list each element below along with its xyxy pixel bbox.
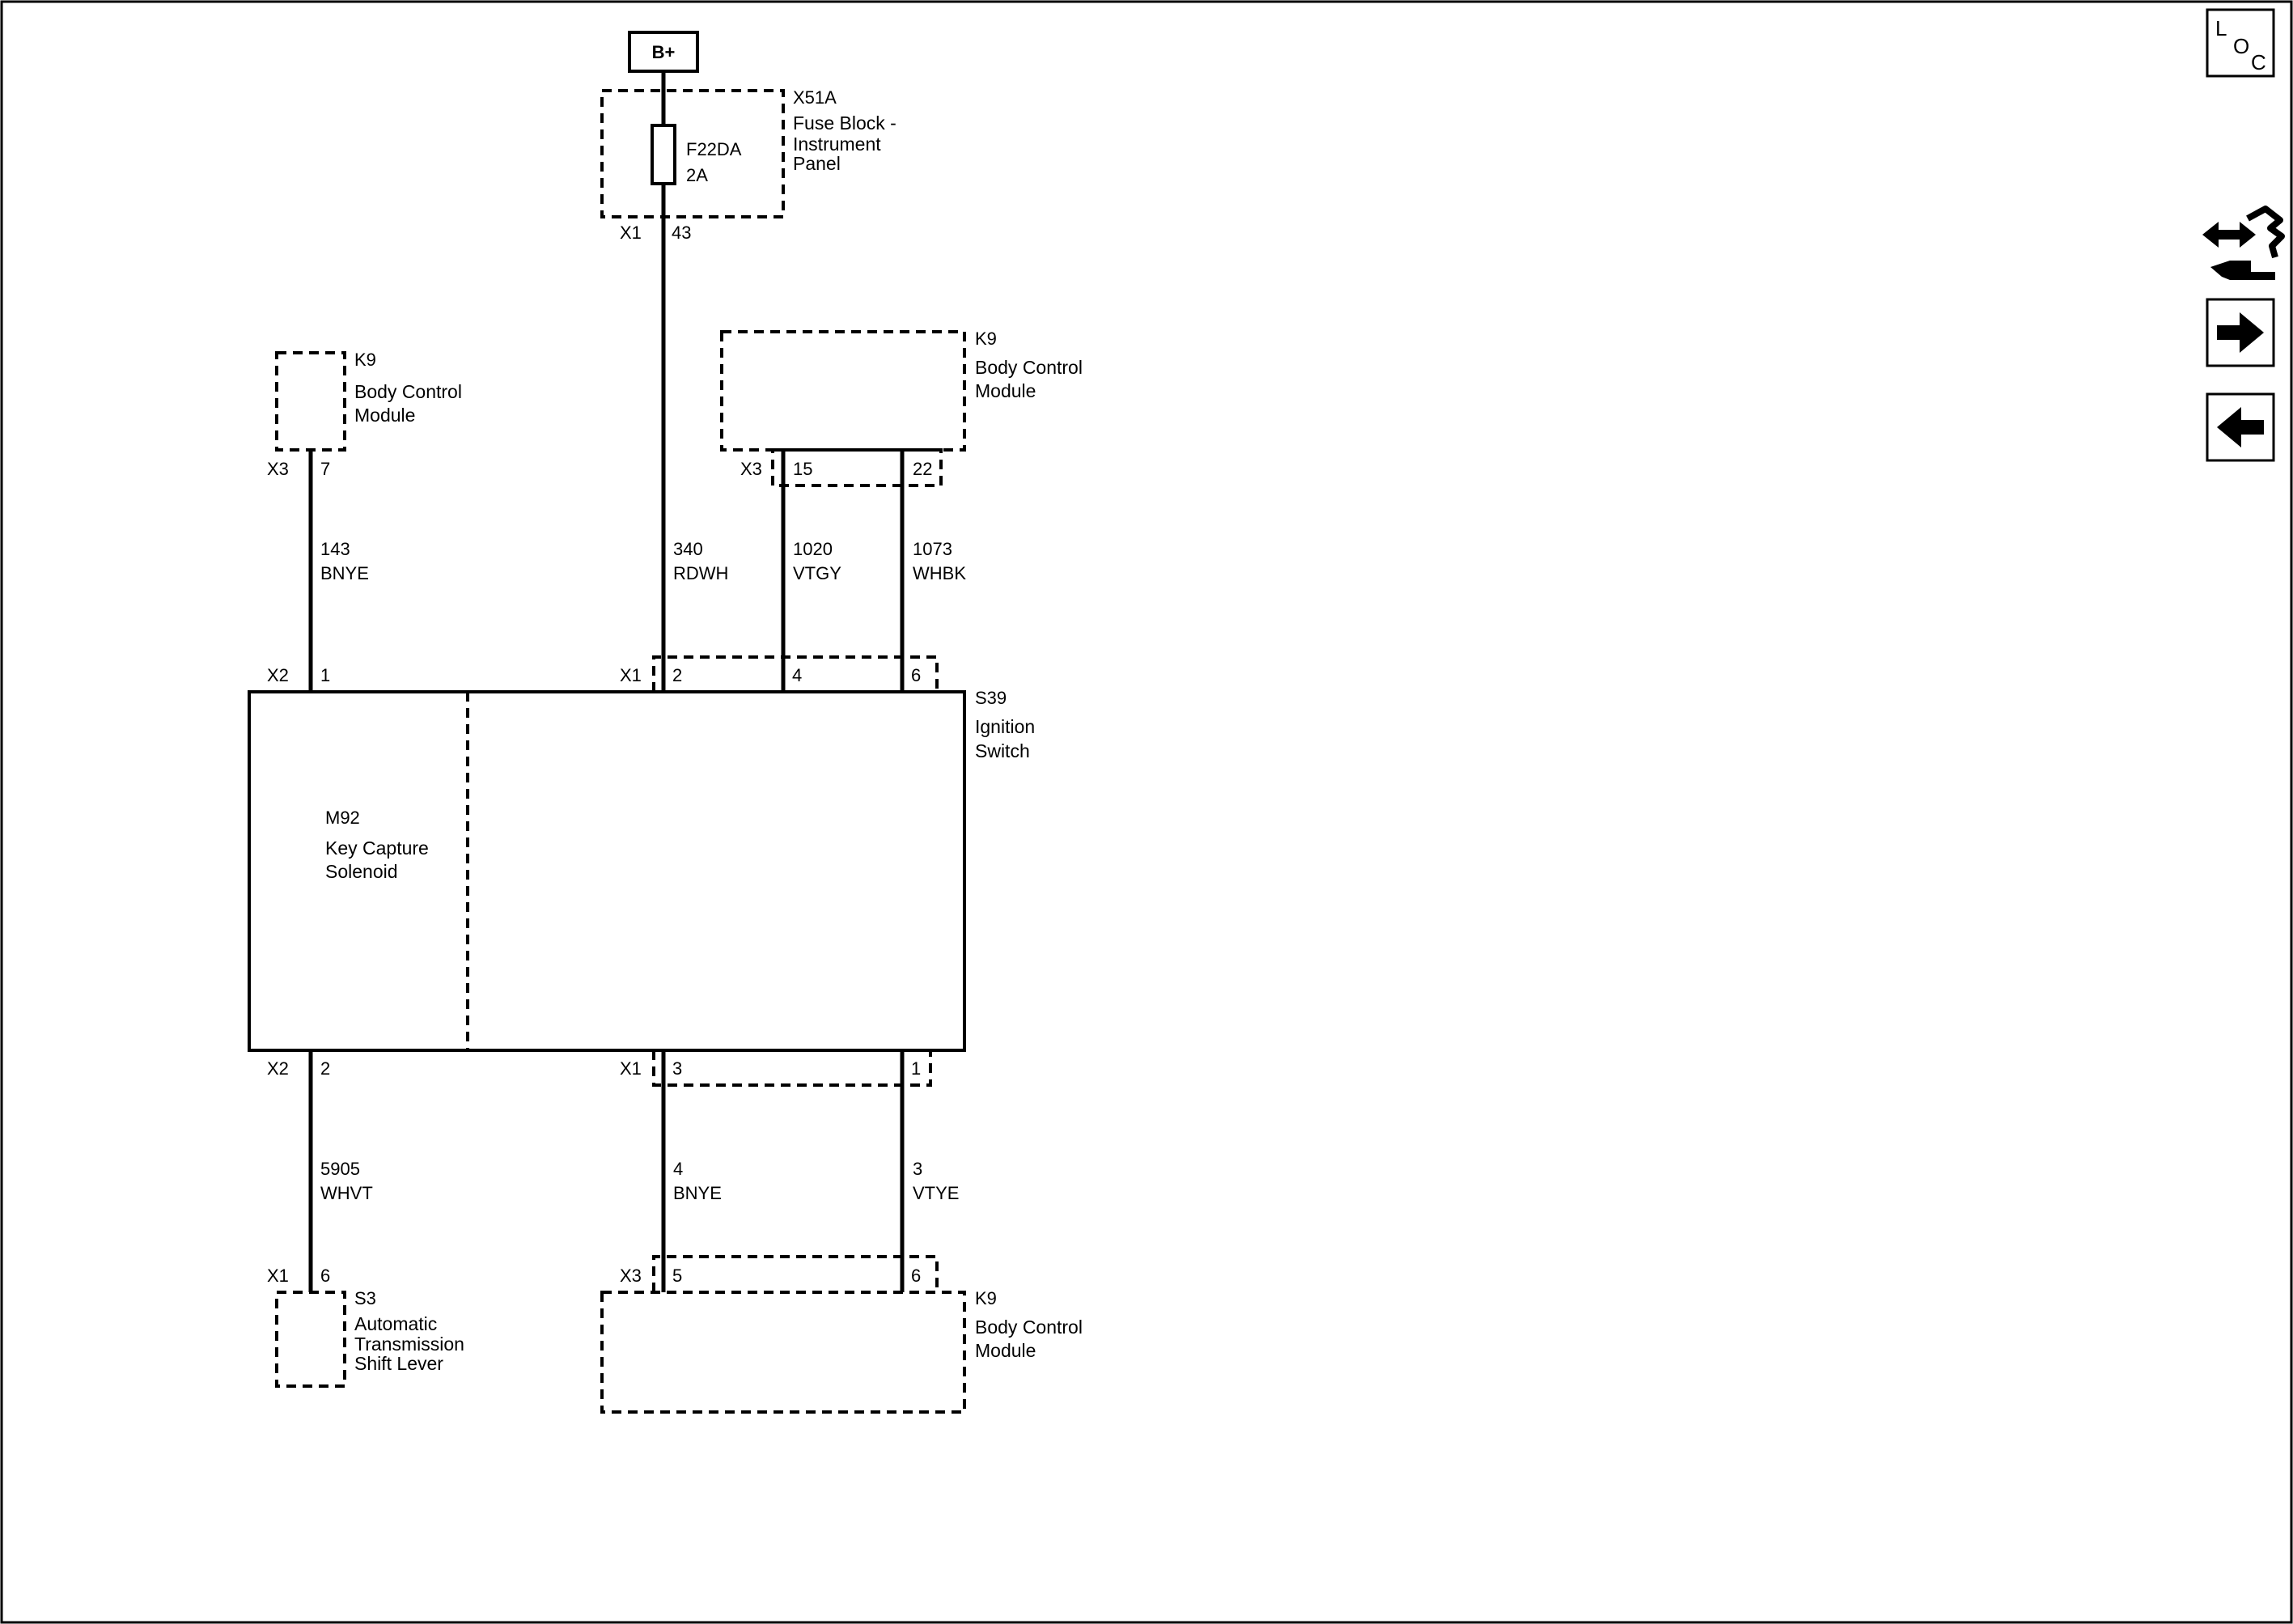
key-capture-solenoid: M92 Key Capture Solenoid <box>325 808 429 882</box>
bcm-bottom-name-1: Body Control <box>975 1317 1083 1338</box>
wire-1073-circuit: 1073 <box>913 539 952 559</box>
ignition-bottom-x1-pin-3: 3 <box>672 1058 682 1079</box>
wire-4-circuit: 4 <box>673 1159 683 1179</box>
ignition-switch-bottom-connector <box>652 1050 932 1087</box>
shift-lever: X1 6 S3 Automatic Transmission Shift Lev… <box>267 1266 464 1388</box>
loc-button[interactable]: L O C <box>2206 8 2275 78</box>
bcm-right: K9 Body Control Module X3 15 22 <box>720 329 1083 487</box>
fuse-block-name-1: Fuse Block - <box>793 112 896 134</box>
wiring-arrows-plug <box>2210 261 2275 280</box>
ignition-top-x1-connector: X1 <box>620 665 642 685</box>
bcm-left-name-2: Module <box>354 405 415 426</box>
ignition-bottom-x1-connector: X1 <box>620 1058 642 1079</box>
loc-letter-o: O <box>2233 34 2249 58</box>
shift-lever-outline <box>275 1291 346 1388</box>
bcm-right-outline <box>720 330 966 452</box>
shift-lever-ref: S3 <box>354 1288 376 1308</box>
arrow-left-icon[interactable] <box>2206 392 2275 462</box>
bcm-right-pin-15: 15 <box>793 459 812 479</box>
arrow-left-shape <box>2217 407 2264 447</box>
wire-1020-color: VTGY <box>793 563 841 583</box>
bcm-bottom: X3 5 6 K9 Body Control Module <box>600 1255 1083 1414</box>
wire-labels: 143 BNYE 340 RDWH 1020 VTGY 1073 WHBK 59… <box>320 539 966 1203</box>
wire-3-color: VTYE <box>913 1183 959 1203</box>
bcm-bottom-outline <box>600 1291 966 1414</box>
wire-1073-color: WHBK <box>913 563 966 583</box>
bcm-left-pin: 7 <box>320 459 330 479</box>
bcm-right-connector-outline <box>771 448 943 487</box>
bcm-left-outline <box>275 351 346 452</box>
ignition-top-x1-pin-6: 6 <box>911 665 921 685</box>
shift-lever-name-1: Automatic <box>354 1313 437 1334</box>
wire-3-circuit: 3 <box>913 1159 922 1179</box>
bcm-left-ref: K9 <box>354 350 376 370</box>
fuse-ref: F22DA <box>686 139 742 159</box>
fuse-block-ref: X51A <box>793 87 837 108</box>
ignition-switch-name-1: Ignition <box>975 716 1035 737</box>
fuse-block: X51A Fuse Block - Instrument Panel F22DA… <box>600 87 896 243</box>
wire-5905-color: WHVT <box>320 1183 373 1203</box>
fuse-rating: 2A <box>686 165 708 185</box>
ignition-bottom-x2-pin: 2 <box>320 1058 330 1079</box>
solenoid-name-1: Key Capture <box>325 837 429 859</box>
wires <box>308 71 905 1292</box>
arrow-right-icon[interactable] <box>2206 298 2275 367</box>
bcm-bottom-pin-5: 5 <box>672 1266 682 1286</box>
power-source: B+ <box>628 31 699 73</box>
ignition-top-x1-pin-2: 2 <box>672 665 682 685</box>
loc-letter-c: C <box>2251 50 2266 74</box>
shift-lever-pin: 6 <box>320 1266 330 1286</box>
wiring-arrows-double-arrow <box>2202 222 2256 248</box>
loc-button-frame[interactable] <box>2206 8 2275 78</box>
ignition-switch: S39 Ignition Switch X2 1 X1 2 4 6 X2 2 X… <box>248 655 1035 1087</box>
ignition-top-x2-pin: 1 <box>320 665 330 685</box>
wiring-arrows-wire <box>2246 206 2285 259</box>
ignition-switch-body <box>248 690 966 1052</box>
fuse-f22da-symbol <box>651 124 676 185</box>
fuse-block-outline <box>600 89 785 218</box>
ignition-bottom-x1-pin-1: 1 <box>911 1058 921 1079</box>
fuse-block-pin: 43 <box>672 223 691 243</box>
shift-lever-connector: X1 <box>267 1266 289 1286</box>
solenoid-name-2: Solenoid <box>325 861 398 882</box>
fuse-block-name-2: Instrument <box>793 134 881 155</box>
b-plus-label: B+ <box>652 42 676 62</box>
bcm-left: K9 Body Control Module X3 7 <box>267 350 462 479</box>
bcm-right-name-2: Module <box>975 380 1036 401</box>
loc-letter-l: L <box>2215 16 2227 40</box>
bcm-left-connector: X3 <box>267 459 289 479</box>
wiring-arrows-icon[interactable] <box>2202 206 2285 280</box>
bcm-right-connector: X3 <box>740 459 762 479</box>
bcm-left-name-1: Body Control <box>354 381 462 402</box>
wire-143-color: BNYE <box>320 563 369 583</box>
shift-lever-name-3: Shift Lever <box>354 1353 443 1374</box>
ignition-switch-ref: S39 <box>975 688 1007 708</box>
wire-5905-circuit: 5905 <box>320 1159 360 1179</box>
shift-lever-name-2: Transmission <box>354 1334 464 1355</box>
fuse-block-name-3: Panel <box>793 153 841 174</box>
solenoid-ref: M92 <box>325 808 360 828</box>
bcm-bottom-connector-outline <box>652 1255 939 1292</box>
ignition-switch-name-2: Switch <box>975 740 1030 761</box>
bcm-bottom-name-2: Module <box>975 1340 1036 1361</box>
wire-340-circuit: 340 <box>673 539 703 559</box>
wire-4-color: BNYE <box>673 1183 722 1203</box>
fuse-block-connector: X1 <box>620 223 642 243</box>
ignition-bottom-x2-connector: X2 <box>267 1058 289 1079</box>
bcm-right-ref: K9 <box>975 329 997 349</box>
bcm-right-pin-22: 22 <box>913 459 932 479</box>
wire-340-color: RDWH <box>673 563 728 583</box>
bcm-bottom-connector: X3 <box>620 1266 642 1286</box>
bcm-right-name-1: Body Control <box>975 357 1083 378</box>
ignition-top-x2-connector: X2 <box>267 665 289 685</box>
wire-1020-circuit: 1020 <box>793 539 833 559</box>
ignition-switch-top-connector <box>652 655 939 692</box>
bcm-bottom-pin-6: 6 <box>911 1266 921 1286</box>
ignition-top-x1-pin-4: 4 <box>792 665 802 685</box>
wire-143-circuit: 143 <box>320 539 350 559</box>
bcm-bottom-ref: K9 <box>975 1288 997 1308</box>
arrow-right-shape <box>2217 312 2264 353</box>
